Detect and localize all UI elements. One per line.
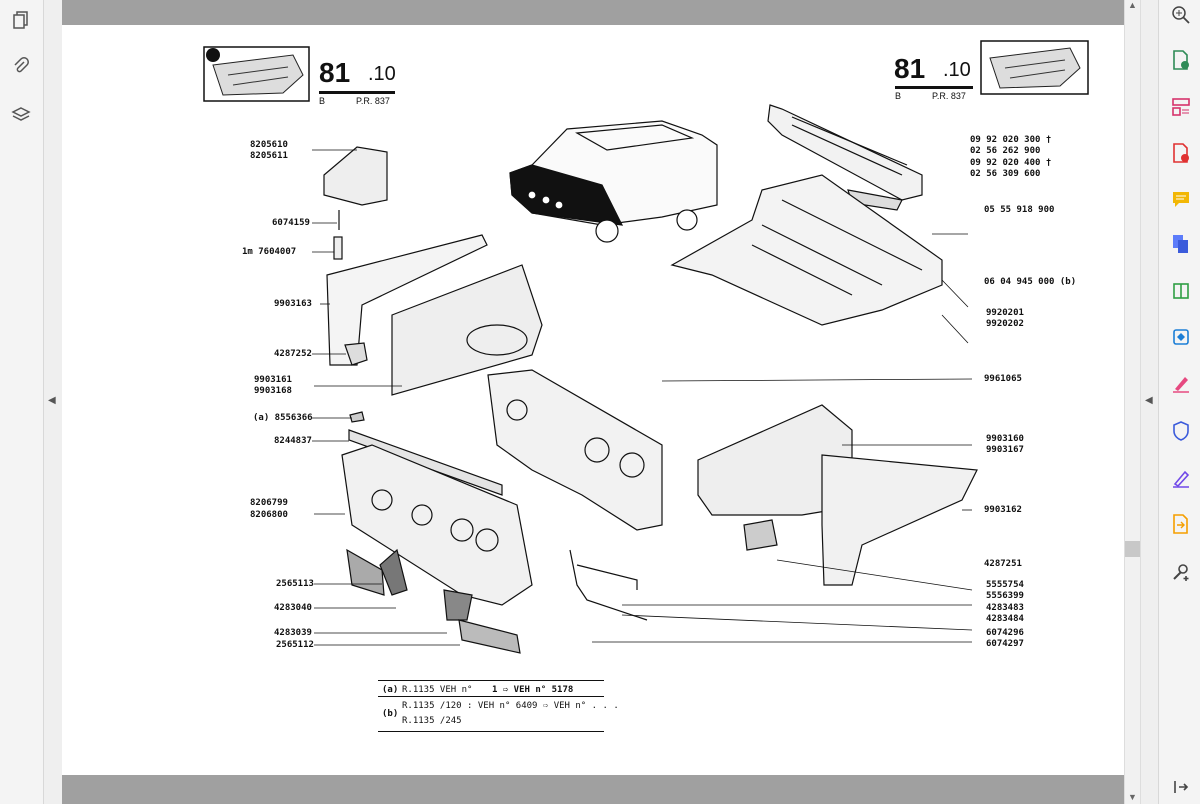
notes-top-rule: [378, 680, 604, 681]
header-right-thumbnail: [980, 40, 1089, 95]
layers-icon[interactable]: [10, 104, 32, 126]
export-document-icon[interactable]: [1170, 513, 1192, 535]
header-pr-right: P.R. 837: [932, 91, 966, 101]
chevron-left-icon: ◀: [1145, 395, 1153, 406]
protect-shield-icon[interactable]: [1170, 420, 1192, 442]
part-number-label: 2565113: [276, 579, 314, 589]
part-number-label: 9920202: [986, 319, 1024, 329]
collapse-panel-icon[interactable]: [1170, 776, 1192, 798]
part-number-label: 4287251: [984, 559, 1022, 569]
part-number-label: 9903162: [984, 505, 1022, 515]
part-number-label: 9903161: [254, 375, 292, 385]
page-number-sub-right: .10: [943, 59, 971, 81]
page-number-main-right: 81: [894, 53, 926, 84]
part-number-label: 2565112: [276, 640, 314, 650]
compress-icon[interactable]: [1170, 280, 1192, 302]
scrollbar-thumb[interactable]: [1125, 541, 1141, 557]
part-number-label: 9903167: [986, 445, 1024, 455]
note-a-text1: R.1135 VEH n°: [402, 685, 473, 695]
part-number-label: 4283039: [274, 628, 312, 638]
note-a-label: (a): [382, 685, 399, 695]
create-pdf-icon[interactable]: [1170, 49, 1192, 71]
document-viewport[interactable]: 81 .10 B P.R. 837 81 .10 B P.R. 837: [62, 0, 1124, 804]
part-number-label: 05 55 918 900: [984, 205, 1055, 215]
part-number-label: 1m 7604007: [242, 247, 297, 257]
attachment-paperclip-icon[interactable]: [10, 55, 32, 77]
part-number-label: 9903168: [254, 386, 292, 396]
fill-sign-icon[interactable]: [1170, 372, 1192, 394]
note-b-label: (b): [382, 709, 399, 719]
combine-files-icon[interactable]: [1170, 233, 1192, 255]
part-number-label: 8206799: [250, 498, 288, 508]
part-number-label: 9903163: [274, 299, 312, 309]
part-number-label: 02 56 309 600: [970, 169, 1041, 179]
scroll-down-arrow-icon[interactable]: ▼: [1128, 792, 1137, 802]
part-number-label: 02 56 262 900: [970, 146, 1041, 156]
right-tools-rail: [1158, 0, 1200, 804]
header-rule-left: [319, 91, 395, 94]
part-number-label: 6074159: [272, 218, 310, 228]
convert-pdf-icon[interactable]: [1170, 326, 1192, 348]
header-pr-left: P.R. 837: [356, 96, 390, 106]
note-b-text2: R.1135 /245: [402, 716, 462, 726]
header-code-right: B: [895, 91, 902, 101]
part-number-label: 9903160: [986, 434, 1024, 444]
part-number-label: 8206800: [250, 510, 288, 520]
part-number-label: 5555754: [986, 580, 1024, 590]
copy-pages-icon[interactable]: [10, 9, 32, 31]
comment-icon[interactable]: [1170, 188, 1192, 210]
more-tools-icon[interactable]: [1170, 561, 1192, 583]
left-navigation-rail: [0, 0, 44, 804]
part-number-label: 8205611: [250, 151, 288, 161]
left-panel-toggle[interactable]: ◀: [44, 0, 62, 804]
chevron-left-icon: ◀: [48, 395, 56, 406]
part-number-label: 9961065: [984, 374, 1022, 384]
notes-bottom-rule: [378, 731, 604, 732]
zoom-search-icon[interactable]: [1170, 4, 1192, 26]
pdf-page: 81 .10 B P.R. 837 81 .10 B P.R. 837: [62, 25, 1124, 775]
notes-mid-rule: [378, 696, 604, 697]
part-number-label: 6074296: [986, 628, 1024, 638]
vertical-scrollbar[interactable]: ▲ ▼: [1124, 0, 1141, 804]
part-number-label: 4287252: [274, 349, 312, 359]
part-number-label: 9920201: [986, 308, 1024, 318]
scroll-up-arrow-icon[interactable]: ▲: [1128, 0, 1137, 10]
edit-pen-icon[interactable]: [1170, 467, 1192, 489]
parts-exploded-diagram: [312, 104, 978, 654]
organize-pages-icon[interactable]: [1170, 96, 1192, 118]
part-number-label: 8205610: [250, 140, 288, 150]
export-pdf-icon[interactable]: [1170, 142, 1192, 164]
header-code-left: B: [319, 96, 326, 106]
part-number-label: 5556399: [986, 591, 1024, 601]
page-number-main-left: 81: [319, 57, 351, 88]
part-number-label: 09 92 020 300 †: [970, 135, 1052, 145]
header-rule-right: [895, 86, 973, 89]
part-number-label: 4283484: [986, 614, 1024, 624]
note-b-text1: R.1135 /120 : VEH n° 6409 ⇨ VEH n° . . .: [402, 701, 619, 711]
right-panel-toggle[interactable]: ◀: [1140, 0, 1159, 804]
part-number-label: 09 92 020 400 †: [970, 158, 1052, 168]
part-number-label: 6074297: [986, 639, 1024, 649]
page-number-sub-left: .10: [368, 63, 396, 85]
part-number-label: (a) 8556366: [253, 413, 313, 423]
note-a-text2: 1 ⇨ VEH n° 5178: [492, 685, 574, 695]
part-number-label: 8244837: [274, 436, 312, 446]
part-number-label: 06 04 945 000 (b): [984, 277, 1077, 287]
header-left-thumbnail: [203, 46, 310, 102]
part-number-label: 4283483: [986, 603, 1024, 613]
part-number-label: 4283040: [274, 603, 312, 613]
